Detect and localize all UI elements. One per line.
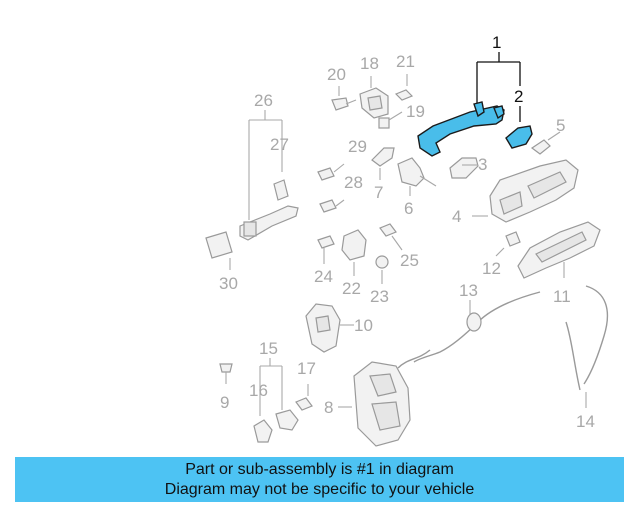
callout-20: 20 (327, 65, 346, 84)
bezel-part-3[interactable] (449, 157, 479, 179)
gasket-part-7[interactable] (371, 147, 395, 180)
cable-part-13[interactable] (413, 291, 541, 363)
outer-frame-part-4[interactable] (472, 159, 579, 223)
callout-24: 24 (314, 267, 333, 286)
callout-15-bracket (259, 358, 283, 416)
banner-line-disclaimer: Diagram may not be specific to your vehi… (164, 480, 475, 498)
bolt-part-21[interactable] (394, 74, 414, 101)
hinge-part-22[interactable] (341, 229, 367, 276)
nut-part-19[interactable] (378, 111, 403, 129)
callout-5: 5 (556, 116, 565, 135)
callout-1-bracket (476, 52, 521, 106)
callout-3: 3 (478, 155, 487, 174)
inner-bracket-part-11[interactable] (517, 221, 601, 279)
bracket-part-18[interactable] (359, 76, 389, 119)
callout-30: 30 (219, 274, 238, 293)
cable-part-14[interactable] (565, 285, 609, 408)
bolt-part-9[interactable] (219, 363, 233, 384)
bolt-part-20[interactable] (331, 86, 357, 111)
callout-10: 10 (354, 316, 373, 335)
pad-part-30[interactable] (205, 231, 233, 270)
grommet-part-23[interactable] (375, 255, 389, 284)
callout-8: 8 (324, 398, 333, 417)
callout-23: 23 (370, 287, 389, 306)
callout-15: 15 (259, 339, 278, 358)
door-check-part-26[interactable] (239, 205, 299, 241)
plate-part-27[interactable] (273, 179, 289, 201)
callout-2: 2 (514, 87, 523, 106)
callout-13: 13 (459, 281, 478, 300)
callout-29: 29 (348, 137, 367, 156)
screw-part-5[interactable] (530, 131, 561, 155)
callout-18: 18 (360, 54, 379, 73)
callout-19: 19 (406, 102, 425, 121)
bolt-part-29[interactable] (317, 163, 345, 181)
callout-21: 21 (396, 52, 415, 71)
callout-25: 25 (400, 251, 419, 270)
callout-27: 27 (270, 135, 289, 154)
door-handle-part-1[interactable] (417, 101, 505, 157)
info-banner: Part or sub-assembly is #1 in diagram Di… (15, 457, 624, 502)
bolt-part-17[interactable] (295, 384, 313, 411)
callout-9: 9 (220, 393, 229, 412)
callout-14: 14 (576, 412, 595, 431)
callout-26-bracket (248, 110, 283, 220)
callout-11: 11 (553, 287, 571, 306)
bracket-part-10[interactable] (305, 303, 354, 353)
bolt-part-28[interactable] (319, 199, 345, 213)
callout-4: 4 (452, 207, 461, 226)
latch-bracket-part-16[interactable] (253, 419, 273, 443)
parts-diagram: 1 2 3 4 5 6 7 8 9 10 11 12 13 14 15 16 1… (205, 33, 609, 447)
callout-26: 26 (254, 91, 273, 110)
callout-17: 17 (297, 359, 316, 378)
callout-12: 12 (482, 259, 501, 278)
lock-actuator-part-8[interactable] (338, 349, 431, 447)
callout-7: 7 (374, 183, 383, 202)
callout-1: 1 (492, 33, 501, 52)
callout-22: 22 (342, 279, 361, 298)
clip-part-12[interactable] (495, 231, 521, 257)
callout-16: 16 (249, 381, 268, 400)
banner-line-part-number: Part or sub-assembly is #1 in diagram (185, 460, 454, 478)
bolt-part-24[interactable] (317, 235, 335, 264)
bolt-part-25[interactable] (379, 223, 403, 251)
callout-6: 6 (404, 199, 413, 218)
lock-cylinder-part-6[interactable] (397, 157, 437, 196)
callout-28: 28 (344, 173, 363, 192)
handle-cap-part-2[interactable] (505, 125, 533, 149)
latch-plate-part-15[interactable] (275, 409, 299, 431)
